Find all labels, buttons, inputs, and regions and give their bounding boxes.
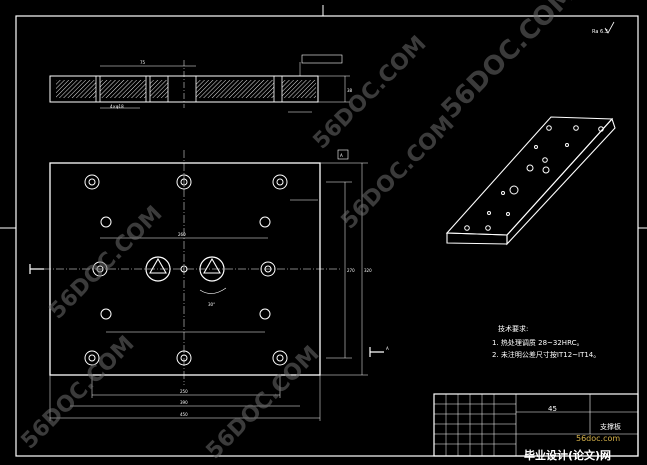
hole <box>92 261 108 277</box>
watermark: 56DOC.COM <box>202 341 325 464</box>
counterbore-note: 4×φ18 <box>110 104 124 109</box>
plate-front-view: 30° 260 <box>30 150 340 385</box>
footer-site: 56doc.com <box>576 434 620 443</box>
section-view: 75 38 4×φ18 <box>49 54 353 113</box>
isometric-view <box>445 116 616 246</box>
roughness-note: Ra 6.3 <box>592 29 608 35</box>
hole <box>84 350 100 366</box>
technical-notes: 技术要求: 1. 热处理调质 28~32HRC。 2. 未注明公差尺寸按IT12… <box>492 324 600 359</box>
hole <box>272 350 288 366</box>
material-cell: 45 <box>548 405 557 413</box>
height-inner-dim: 270 <box>347 268 355 273</box>
angle-dim: 30° <box>208 302 215 307</box>
trefoil-cavity-right <box>199 256 225 282</box>
top-view-dim: 75 <box>140 60 146 65</box>
hole <box>100 216 112 228</box>
hole <box>259 216 271 228</box>
hole <box>176 174 192 190</box>
roughness-symbol <box>604 21 615 34</box>
watermark: 56DOC.COM <box>436 0 582 125</box>
datum-frame <box>301 54 343 64</box>
hole <box>259 308 271 320</box>
datum-label: A <box>340 153 343 158</box>
hole <box>180 265 188 273</box>
section-arrow-left <box>29 264 44 274</box>
section-arrow-right <box>369 347 384 357</box>
note-line: 1. 热处理调质 28~32HRC。 <box>492 338 583 347</box>
hole <box>176 350 192 366</box>
thickness-dim: 38 <box>347 88 353 93</box>
trefoil-cavity-left <box>145 256 171 282</box>
title-block: 45 支撑板 <box>433 393 639 457</box>
watermarks: 56DOC.COM 56DOC.COM 56DOC.COM 56DOC.COM … <box>17 0 582 464</box>
notes-heading: 技术要求: <box>498 324 528 333</box>
drawing-frame <box>15 15 639 457</box>
section-label: A <box>386 346 389 351</box>
hole-span-inner-dim: 250 <box>180 389 188 394</box>
hole <box>100 308 112 320</box>
footer-banner: 56doc.com 毕业设计(论文)网 <box>524 434 620 462</box>
height-outer-dim: 320 <box>364 268 372 273</box>
hole <box>260 261 276 277</box>
footer-brand: 毕业设计(论文)网 <box>524 448 611 462</box>
datum-box <box>337 149 349 160</box>
watermark: 56DOC.COM <box>17 331 140 454</box>
part-name-cell: 支撑板 <box>600 422 621 431</box>
watermark: 56DOC.COM <box>309 31 432 154</box>
overall-width-dim: 450 <box>180 412 188 417</box>
angle-arc <box>199 287 227 294</box>
note-line: 2. 未注明公差尺寸按IT12~IT14。 <box>492 350 600 359</box>
dimensions: 250 390 450 270 320 A A <box>29 149 389 421</box>
center-spacing-dim: 260 <box>178 232 186 237</box>
watermark: 56DOC.COM <box>45 201 168 324</box>
hole-span-outer-dim: 390 <box>180 400 188 405</box>
watermark: 56DOC.COM <box>337 111 460 234</box>
hole <box>272 174 288 190</box>
hole <box>84 174 100 190</box>
